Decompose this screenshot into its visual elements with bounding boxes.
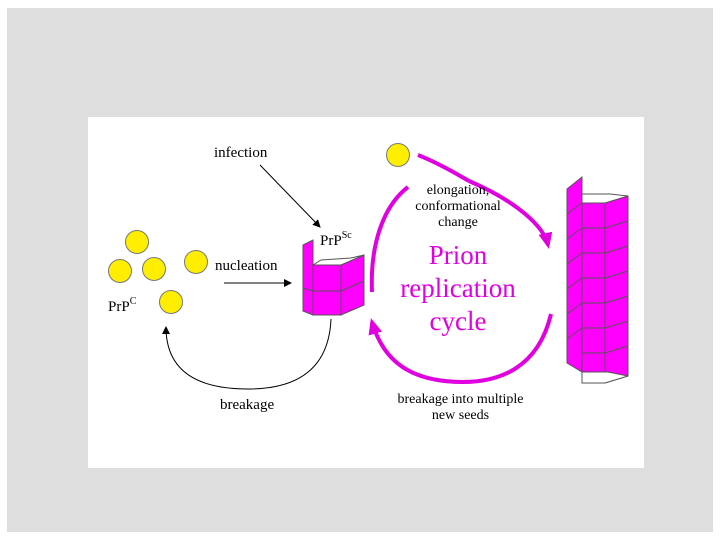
seed-front-face: [312, 264, 342, 316]
elongation-label-line: elongation,: [426, 183, 490, 198]
prpc-monomers: [108, 143, 410, 314]
cycle-arrow-monomer-in: [417, 153, 470, 183]
infection-label: infection: [214, 145, 268, 161]
breakage-multiple-label-line: new seeds: [431, 408, 490, 423]
cycle-title-line: cycle: [429, 306, 487, 336]
seed-divider: [302, 287, 314, 292]
fibril-bottom-face: [581, 371, 629, 384]
breakage-multiple-label-line: breakage into multiple: [397, 392, 524, 407]
monomer-circle: [108, 259, 132, 283]
cycle-arrow-elongation: [468, 179, 553, 249]
prpsc-seed: [302, 239, 365, 316]
monomer-circle: [184, 250, 208, 274]
breakage-multiple-label: breakage into multiple new seeds: [373, 392, 548, 424]
elongation-label-line: change: [438, 215, 478, 230]
fibril-dividers: [566, 202, 629, 354]
prpsc-label: PrPSc: [320, 230, 352, 249]
seed-divider: [340, 280, 365, 292]
prpsc-fibril: [566, 175, 629, 384]
cycle-title: Prion replication cycle: [388, 239, 528, 338]
diagram-graphics: [108, 143, 629, 390]
seed-top-face: [311, 254, 365, 266]
cycle-arrow-breakage: [368, 313, 553, 385]
cycle-arrow-left: [369, 185, 410, 293]
elongation-label-line: conformational: [415, 199, 501, 214]
monomer-circle: [386, 143, 410, 167]
breakage-label: breakage: [220, 397, 275, 413]
prion-diagram: infection nucleation PrPC PrPSc breakage…: [88, 117, 644, 468]
monomer-circle: [159, 290, 183, 314]
fibril-left-face: [566, 175, 583, 373]
cycle-title-line: Prion: [428, 240, 488, 270]
breakage-arrow: [162, 318, 332, 390]
elongation-label: elongation, conformational change: [393, 183, 523, 231]
seed-left-face: [302, 239, 314, 316]
nucleation-label: nucleation: [215, 258, 278, 274]
cycle-title-line: replication: [400, 273, 516, 303]
monomer-circle: [142, 257, 166, 281]
fibril-front-face: [581, 202, 606, 384]
monomer-circle: [125, 230, 149, 254]
infection-arrow: [259, 164, 321, 228]
fibril-top-face: [581, 193, 629, 204]
prpc-label: PrPC: [108, 296, 137, 315]
